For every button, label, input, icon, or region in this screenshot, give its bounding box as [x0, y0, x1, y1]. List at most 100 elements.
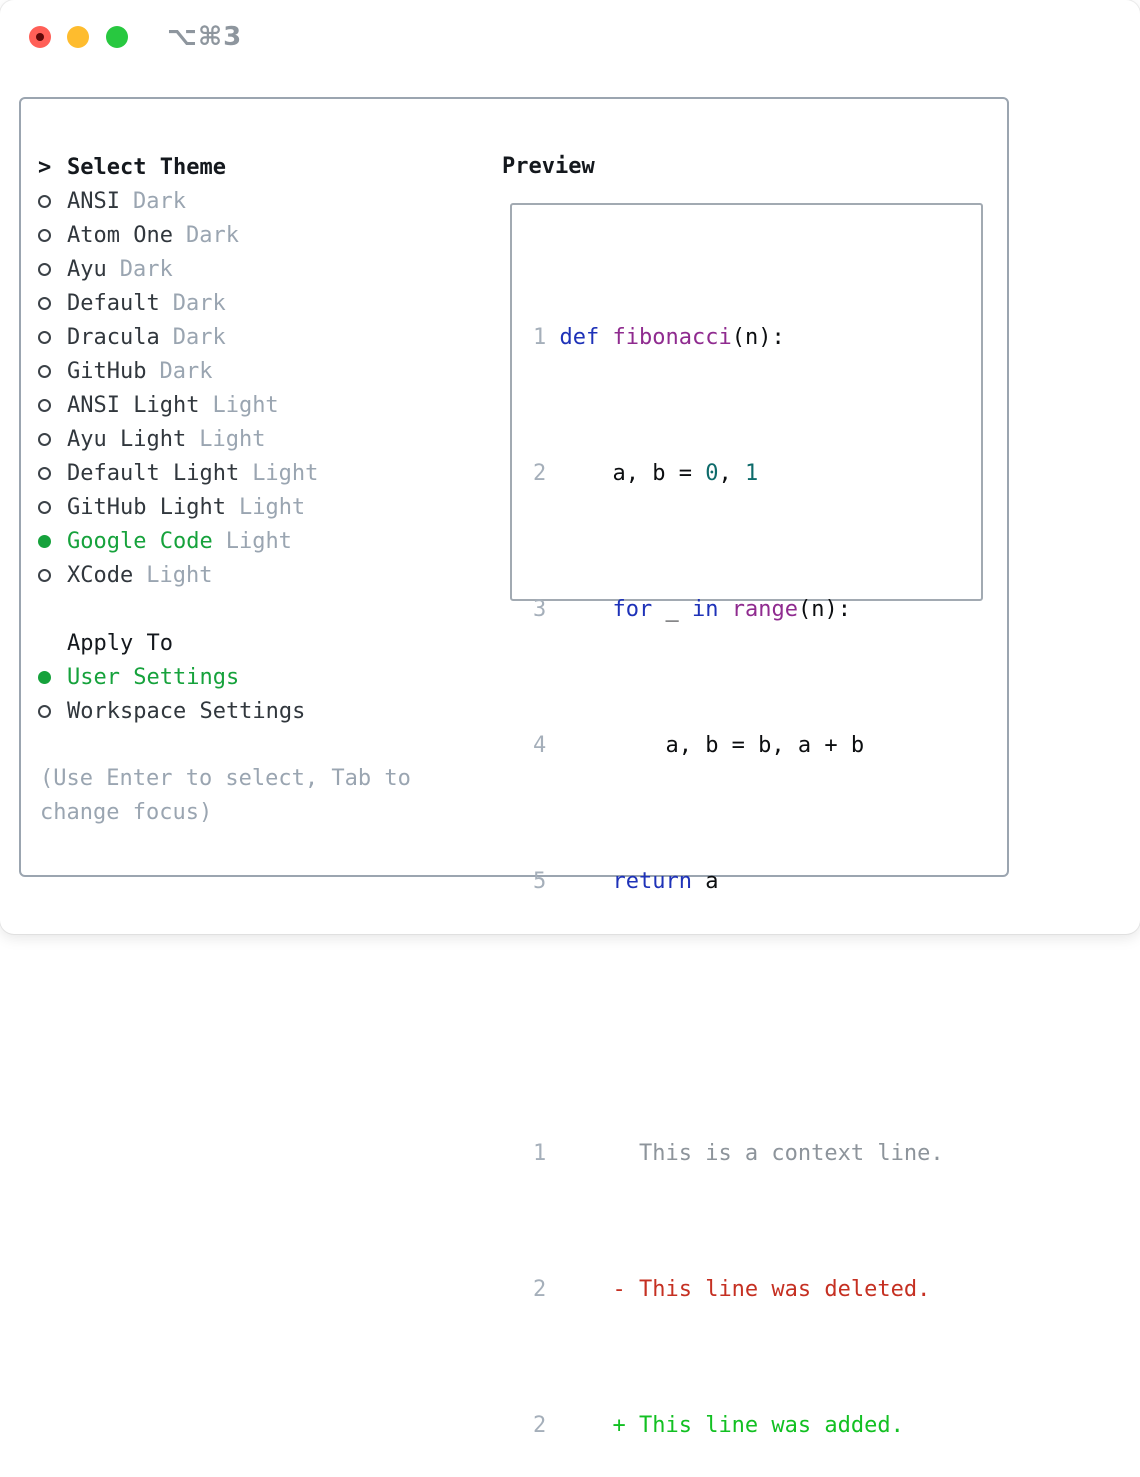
line-number: 4 — [533, 733, 560, 758]
close-button[interactable] — [29, 26, 51, 48]
code-line: 2 a, b = 0, 1 — [533, 457, 944, 491]
line-number: 2 — [533, 1413, 560, 1438]
code-token-num: 1 — [744, 461, 759, 486]
radio-icon — [38, 466, 51, 480]
radio-icon — [38, 704, 51, 718]
code-line: 4 a, b = b, a + b — [533, 729, 944, 763]
code-line: 1 This is a context line. — [533, 1137, 944, 1171]
apply-to-title: Apply To — [67, 630, 173, 656]
theme-variant-badge: Light — [212, 392, 279, 418]
zoom-button[interactable] — [106, 26, 128, 48]
code-token-pl: a — [691, 869, 719, 894]
line-number: 3 — [533, 597, 560, 622]
code-line: 2 + This line was added. — [533, 1409, 944, 1443]
code-token-ctx: This is a context line. — [559, 1141, 944, 1166]
theme-option[interactable]: ANSI Light Light — [38, 388, 318, 422]
line-number: 2 — [533, 461, 560, 486]
code-token-kw: for — [612, 597, 653, 622]
radio-icon — [38, 330, 51, 344]
theme-option[interactable]: XCode Light — [38, 558, 318, 592]
line-number: 5 — [533, 869, 560, 894]
theme-option[interactable]: Dracula Dark — [38, 320, 318, 354]
code-token-kw: in — [691, 597, 719, 622]
theme-variant-badge: Light — [146, 562, 213, 588]
code-line — [533, 1001, 944, 1035]
theme-variant-badge: Dark — [132, 188, 186, 214]
theme-variant-badge: Dark — [172, 324, 226, 350]
theme-option-label: GitHub — [67, 358, 147, 384]
apply-to-option-label: User Settings — [67, 664, 240, 690]
close-button-dot-icon — [36, 33, 44, 41]
apply-to-option[interactable]: Workspace Settings — [38, 694, 305, 728]
radio-icon — [38, 432, 51, 446]
theme-variant-badge: Light — [199, 426, 266, 452]
theme-variant-badge: Dark — [185, 222, 239, 248]
theme-option[interactable]: Ayu Dark — [38, 252, 318, 286]
theme-option-label: ANSI Light — [67, 392, 200, 418]
theme-option-label: Ayu — [67, 256, 107, 282]
radio-icon — [38, 262, 51, 276]
radio-icon — [38, 500, 51, 514]
theme-option-label: XCode — [67, 562, 134, 588]
radio-icon — [38, 228, 51, 242]
radio-icon — [38, 364, 51, 378]
radio-icon — [38, 296, 51, 310]
apply-to-section: Apply To User Settings Workspace Setting… — [38, 626, 305, 728]
code-token-pl: , — [718, 461, 745, 486]
theme-list-title: Select Theme — [67, 154, 226, 180]
theme-list-header: > Select Theme — [38, 150, 318, 184]
code-token-pl — [599, 325, 612, 350]
radio-selected-icon — [38, 670, 51, 684]
code-token-del: - This line was deleted. — [559, 1277, 931, 1302]
code-token-pl: _ — [652, 597, 692, 622]
theme-option-label: Ayu Light — [67, 426, 187, 452]
code-line: 5 return a — [533, 865, 944, 899]
radio-icon — [38, 398, 51, 412]
theme-option-label: GitHub Light — [67, 494, 226, 520]
code-token-kw: def — [559, 325, 600, 350]
theme-option-label: Google Code — [67, 528, 213, 554]
code-token-kw: return — [612, 869, 692, 894]
theme-option[interactable]: ANSI Dark — [38, 184, 318, 218]
code-token-fn: range — [731, 597, 798, 622]
window-shortcut-label: ⌥⌘3 — [167, 22, 243, 52]
theme-option[interactable]: Default Dark — [38, 286, 318, 320]
theme-option-label: ANSI — [67, 188, 120, 214]
theme-variant-badge: Dark — [159, 358, 213, 384]
theme-variant-badge: Dark — [119, 256, 173, 282]
theme-variant-badge: Light — [238, 494, 306, 520]
theme-option-label: Default — [67, 290, 160, 316]
theme-option[interactable]: Google Code Light — [38, 524, 318, 558]
minimize-button[interactable] — [67, 26, 89, 48]
code-token-pl — [718, 597, 731, 622]
code-line: 2 - This line was deleted. — [533, 1273, 944, 1307]
theme-option-label: Dracula — [67, 324, 160, 350]
code-token-pl — [560, 869, 613, 894]
cursor-prefix: > — [38, 154, 52, 180]
theme-variant-badge: Light — [225, 528, 292, 554]
code-token-pl: (n): — [797, 597, 851, 622]
code-token-add: + This line was added. — [559, 1413, 904, 1438]
code-token-pl: a, b = — [559, 461, 706, 486]
preview-box: 1 def fibonacci(n): 2 a, b = 0, 1 3 for … — [510, 203, 983, 1438]
theme-option[interactable]: GitHub Light Light — [38, 490, 318, 524]
apply-to-option[interactable]: User Settings — [38, 660, 305, 694]
code-token-fn: fibonacci — [612, 325, 732, 350]
apply-to-option-label: Workspace Settings — [67, 698, 306, 724]
preview-title: Preview — [502, 154, 595, 179]
radio-icon — [38, 568, 51, 582]
code-token-pl — [560, 597, 613, 622]
keyboard-hint: (Use Enter to select, Tab to change focu… — [40, 766, 411, 825]
theme-variant-badge: Dark — [172, 290, 226, 316]
code-token-pl: a, b = b, a + b — [559, 733, 865, 758]
radio-selected-icon — [38, 534, 51, 548]
apply-to-header: Apply To — [38, 626, 305, 660]
theme-option[interactable]: Ayu Light Light — [38, 422, 318, 456]
radio-icon — [38, 194, 51, 208]
theme-option[interactable]: GitHub Dark — [38, 354, 318, 388]
